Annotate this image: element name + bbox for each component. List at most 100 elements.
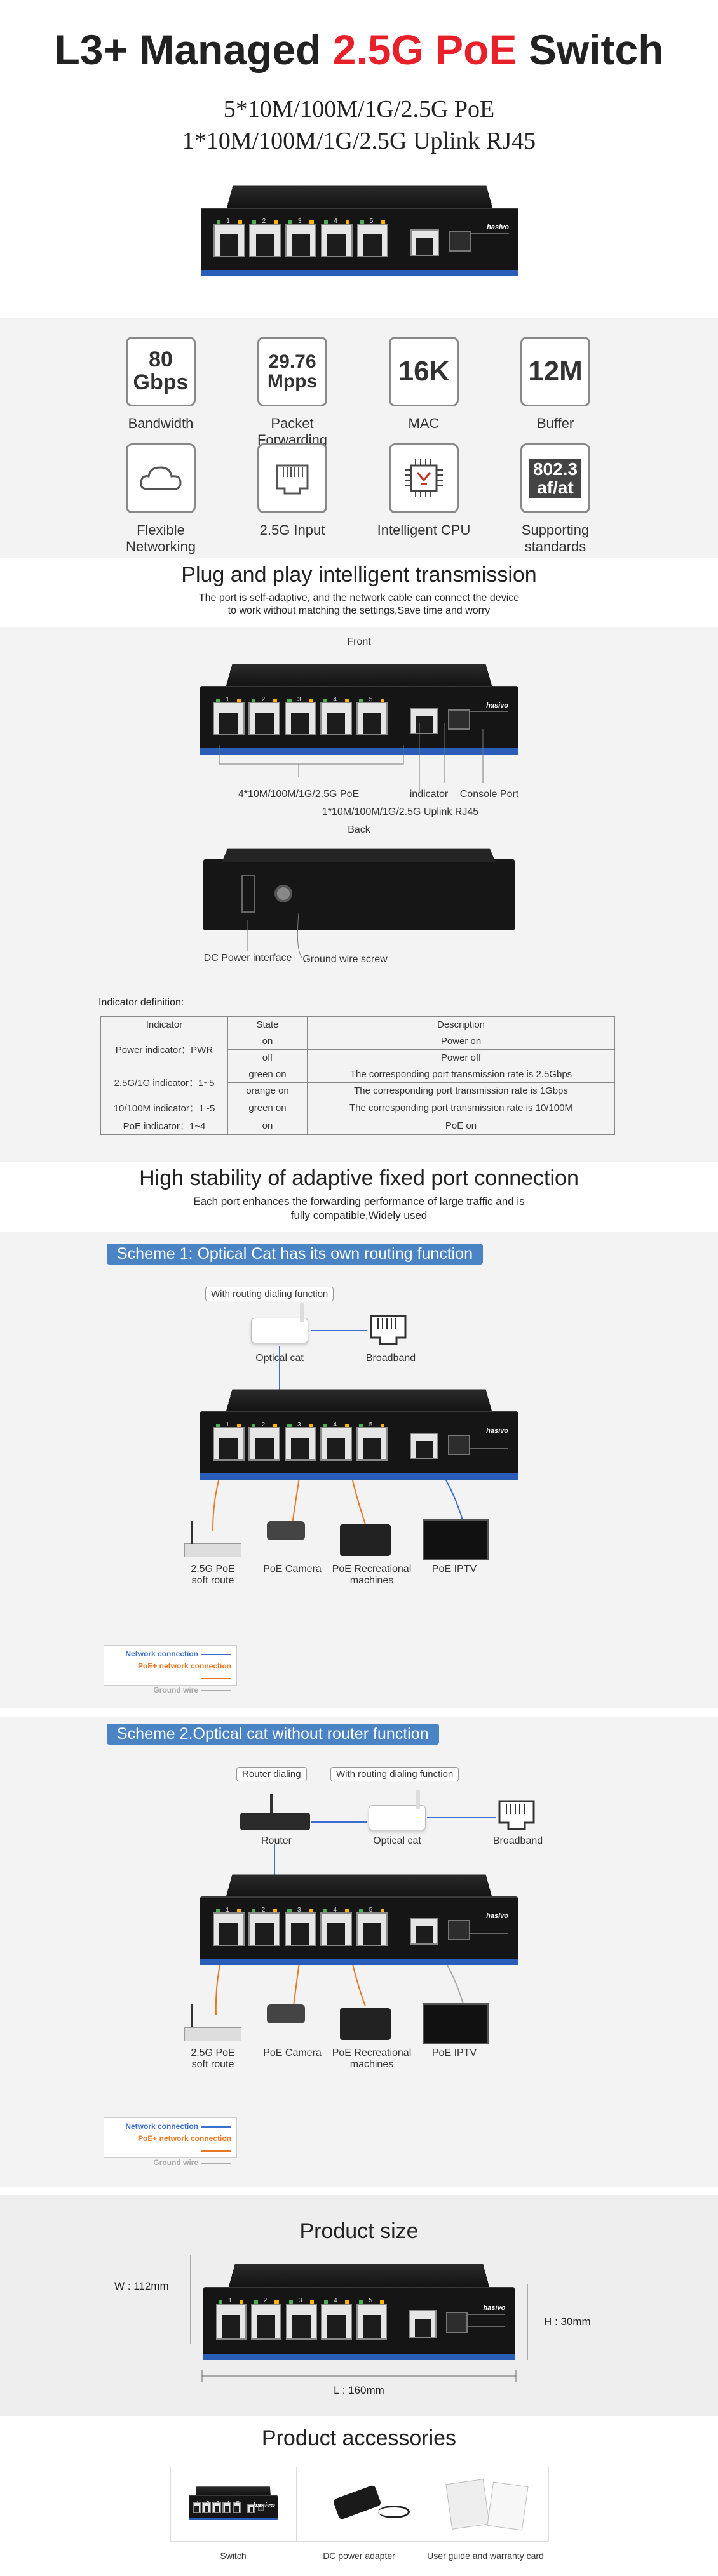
hero-title: L3+ Managed 2.5G PoE Switch bbox=[0, 25, 718, 74]
port-led-icon bbox=[344, 1424, 349, 1428]
antenna-icon bbox=[191, 1521, 193, 1544]
port-number: 5 bbox=[369, 1421, 373, 1428]
scheme2-tag: Scheme 2.Optical cat without router func… bbox=[107, 1724, 439, 1745]
port-led-icon bbox=[273, 1424, 278, 1428]
port-led-icon bbox=[309, 2300, 314, 2304]
table-row: Power indicator：PWR on Power on bbox=[100, 1033, 615, 1066]
port-number: 2 bbox=[262, 217, 266, 225]
ground-screw-icon bbox=[274, 885, 292, 902]
uplink-port bbox=[247, 2503, 255, 2513]
stability-desc-1: Each port enhances the forwarding perfor… bbox=[193, 1195, 525, 1207]
size-title: Product size bbox=[299, 2219, 419, 2243]
iptv-icon bbox=[423, 2003, 489, 2044]
port-led-icon bbox=[273, 699, 278, 702]
port-led-icon bbox=[252, 699, 256, 702]
spec-label: Intelligent CPU bbox=[377, 522, 471, 538]
brand-logo: hasivo bbox=[486, 1912, 508, 1921]
port-number: 5 bbox=[369, 2297, 372, 2305]
model-text-plate bbox=[470, 1437, 508, 1449]
switch-blue-stripe bbox=[189, 2518, 278, 2520]
scheme1-tag: Scheme 1: Optical Cat has its own routin… bbox=[107, 1244, 484, 1265]
rj45-port: 5 bbox=[356, 2297, 388, 2340]
port-led-icon bbox=[359, 2300, 363, 2304]
table-cell: 2.5G/1G indicator：1~5 bbox=[100, 1066, 228, 1099]
spec-intelligent-cpu: Intelligent CPU bbox=[367, 443, 481, 539]
soft-route-icon bbox=[184, 1543, 241, 1557]
port-led-icon bbox=[287, 699, 292, 702]
port-led-icon bbox=[215, 1909, 220, 1913]
soft-route-icon bbox=[184, 2027, 241, 2041]
port-led-icon bbox=[309, 1424, 313, 1428]
port-led-icon bbox=[254, 2300, 258, 2304]
table-cell: 10/100M indicator：1~5 bbox=[100, 1099, 228, 1117]
port-number: 4 bbox=[334, 2297, 337, 2305]
port-number: 1 bbox=[226, 695, 229, 703]
optical-cat-icon bbox=[369, 1805, 426, 1830]
scheme1-pill: With routing dialing function bbox=[205, 1287, 334, 1301]
port-number: 2 bbox=[206, 2500, 210, 2508]
table-cell: off bbox=[227, 1049, 308, 1066]
port-led-icon bbox=[237, 699, 241, 702]
port-led-icon bbox=[344, 699, 349, 702]
port-led-icon bbox=[381, 220, 386, 224]
brand-logo: hasivo bbox=[483, 2304, 506, 2312]
antenna-icon bbox=[191, 2004, 193, 2027]
rj45-port: 4 bbox=[222, 2500, 231, 2514]
port-led-icon bbox=[215, 1424, 220, 1428]
rj45-port: 4 bbox=[321, 218, 353, 258]
port-led-icon bbox=[344, 1909, 349, 1913]
legend-ground: Ground wire bbox=[153, 1686, 198, 1694]
switch-back-view bbox=[203, 848, 515, 930]
table-header: Indicator bbox=[100, 1016, 228, 1033]
rj45-port: 3 bbox=[286, 2297, 317, 2340]
switch-blue-stripe bbox=[201, 270, 518, 276]
brand-logo: hasivo bbox=[486, 702, 508, 710]
legend-net: Network connection bbox=[125, 1649, 198, 1658]
scheme2-legend: Network connection PoE+ network connecti… bbox=[104, 2117, 237, 2167]
port-led-icon bbox=[380, 699, 385, 702]
game-machine-icon bbox=[340, 2008, 391, 2040]
port-led-icon bbox=[288, 2300, 293, 2304]
console-port bbox=[446, 2312, 468, 2334]
antenna-icon bbox=[416, 1790, 420, 1809]
port-led-icon bbox=[288, 220, 292, 224]
uplink-port bbox=[409, 2309, 437, 2339]
rj45-port: 2 bbox=[249, 218, 281, 258]
camera-icon bbox=[267, 1521, 305, 1540]
broadband-icon bbox=[369, 1313, 408, 1346]
port-number: 2 bbox=[261, 1906, 266, 1914]
hero-subtitle-1: 5*10M/100M/1G/2.5G PoE bbox=[223, 96, 495, 123]
broadband-label: Broadband bbox=[365, 1353, 416, 1364]
port-led-icon bbox=[309, 220, 314, 224]
port-led-icon bbox=[323, 1424, 328, 1428]
legend-net: Network connection bbox=[125, 2122, 198, 2131]
table-cell: green on bbox=[227, 1066, 308, 1083]
annotation-uplink: 1*10M/100M/1G/2.5G Uplink RJ45 bbox=[322, 807, 479, 817]
broadband-label: Broadband bbox=[492, 1835, 543, 1846]
port-number: 3 bbox=[216, 2500, 220, 2508]
hero-subtitle-2: 1*10M/100M/1G/2.5G Uplink RJ45 bbox=[182, 128, 536, 154]
port-number: 1 bbox=[226, 1906, 229, 1914]
brand-logo: hasivo bbox=[486, 1427, 508, 1435]
port-led-icon bbox=[273, 220, 278, 224]
port-led-icon bbox=[219, 2300, 223, 2304]
hero-section: L3+ Managed 2.5G PoE Switch 5*10M/100M/1… bbox=[0, 0, 718, 318]
rj45-port: 2 bbox=[248, 696, 280, 736]
rj45-port: 2 bbox=[202, 2500, 212, 2514]
spec-2-5g-input: 2.5G Input bbox=[235, 443, 349, 539]
broadband-icon bbox=[497, 1799, 536, 1832]
spec-label: Buffer bbox=[536, 415, 574, 431]
stability-desc-2: fully compatible,Widely used bbox=[290, 1209, 428, 1221]
user-guide-icon bbox=[445, 2479, 490, 2530]
size-height: H : 30mm bbox=[544, 2316, 591, 2328]
iptv-icon bbox=[423, 1519, 489, 1560]
spec-label: Flexible Networking bbox=[125, 522, 196, 554]
table-cell: orange on bbox=[227, 1082, 308, 1099]
